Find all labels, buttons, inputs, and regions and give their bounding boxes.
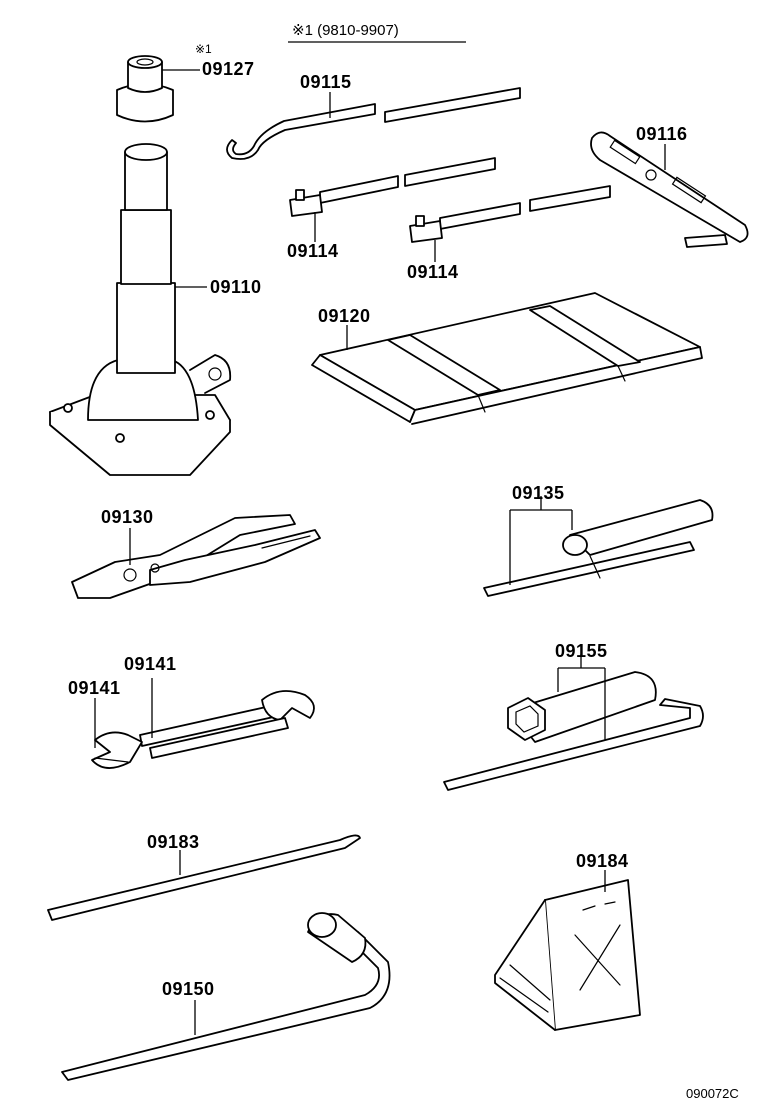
wheel-chock-drawing <box>494 879 641 1031</box>
jack-drawing <box>49 143 232 476</box>
label-wrench-b: 09141 <box>68 678 121 698</box>
header-note: ※1 (9810-9907) <box>288 22 466 43</box>
label-jack-handle-extension-a: 09114 <box>287 241 339 261</box>
label-hub-nut-wrench: 09150 <box>162 979 215 999</box>
jack-handle-lever-drawing <box>590 131 749 248</box>
label-pliers: 09130 <box>101 507 154 527</box>
label-wheel-chock: 09184 <box>576 851 629 871</box>
label-jack-handle-extension-b: 09114 <box>407 262 459 282</box>
label-jack-handle-hook: 09115 <box>300 72 352 92</box>
label-jack-adapter: 09127 <box>202 59 255 79</box>
socket-wrench-drawing <box>443 671 704 791</box>
label-socket-wrench: 09155 <box>555 641 608 661</box>
label-screwdriver: 09135 <box>512 483 565 503</box>
wrench-drawing <box>91 690 315 769</box>
label-jack-handle-lever: 09116 <box>636 124 688 144</box>
header-note-text: ※1 (9810-9907) <box>292 22 399 39</box>
tool-bag-drawing <box>311 292 703 425</box>
jack-handle-extension-a-drawing <box>289 157 496 217</box>
jack-adapter-drawing <box>116 55 174 123</box>
hub-nut-wrench-drawing <box>61 912 391 1081</box>
jack-handle-extension-b-drawing <box>409 185 611 243</box>
label-lever-bar: 09183 <box>147 832 200 852</box>
lever-bar-drawing <box>47 834 361 921</box>
pliers-drawing <box>71 514 321 599</box>
jack-handle-hook-drawing <box>226 87 521 160</box>
label-tool-bag: 09120 <box>318 306 371 326</box>
jack-adapter-marker: ※1 <box>195 42 212 56</box>
diagram-code: 090072C <box>686 1086 739 1101</box>
label-wrench-a: 09141 <box>124 654 177 674</box>
label-jack: 09110 <box>210 277 262 297</box>
screwdriver-drawing <box>483 499 714 597</box>
